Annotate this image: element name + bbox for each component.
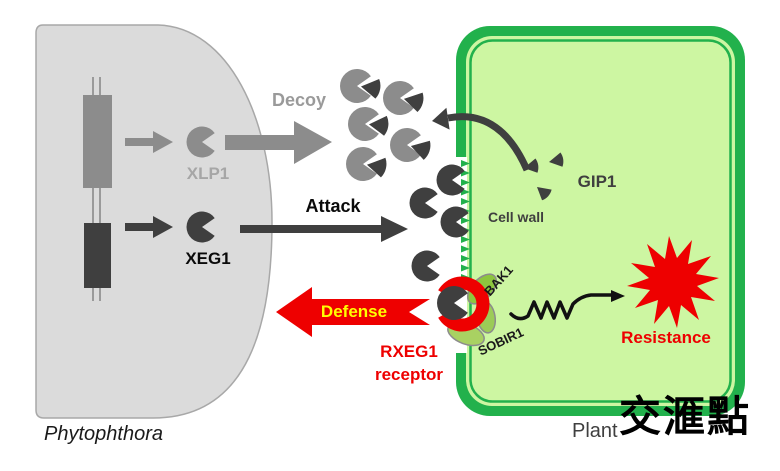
decoy-complexes	[340, 69, 433, 181]
xeg1-expression-arrow	[125, 216, 173, 238]
resistance-burst-icon	[627, 236, 719, 328]
receptor-complex	[437, 273, 498, 347]
attack-label: Attack	[305, 196, 361, 216]
gip1-secretion-arrow	[432, 107, 531, 172]
rxeg1-label-line1: RXEG1	[380, 342, 438, 361]
xlp1-gene-bar	[83, 95, 112, 188]
rxeg1-receptor-label: RXEG1 receptor	[375, 340, 443, 386]
rxeg1-label-line2: receptor	[374, 365, 444, 384]
decoy-label: Decoy	[271, 90, 327, 110]
plant-cell-shape	[456, 26, 745, 416]
watermark-text: 交滙點	[619, 393, 752, 440]
cell-wall-label: Cell wall	[487, 209, 545, 225]
attack-arrow	[240, 216, 408, 242]
resistance-label: Resistance	[621, 328, 711, 347]
xeg1-label: XEG1	[185, 249, 231, 268]
defense-label: Defense	[320, 302, 388, 321]
decoy-arrow	[225, 121, 332, 164]
xeg1-gene-bar	[84, 223, 111, 288]
gip1-label: GIP1	[577, 172, 617, 191]
plant-label: Plant	[572, 420, 618, 442]
rxeg1-ring	[438, 276, 490, 332]
xlp1-expression-arrow	[125, 131, 173, 153]
signal-squiggle-arrow	[509, 290, 625, 321]
phytophthora-label: Phytophthora	[44, 423, 163, 445]
xlp1-label: XLP1	[186, 164, 230, 183]
defense-arrow	[276, 287, 430, 337]
